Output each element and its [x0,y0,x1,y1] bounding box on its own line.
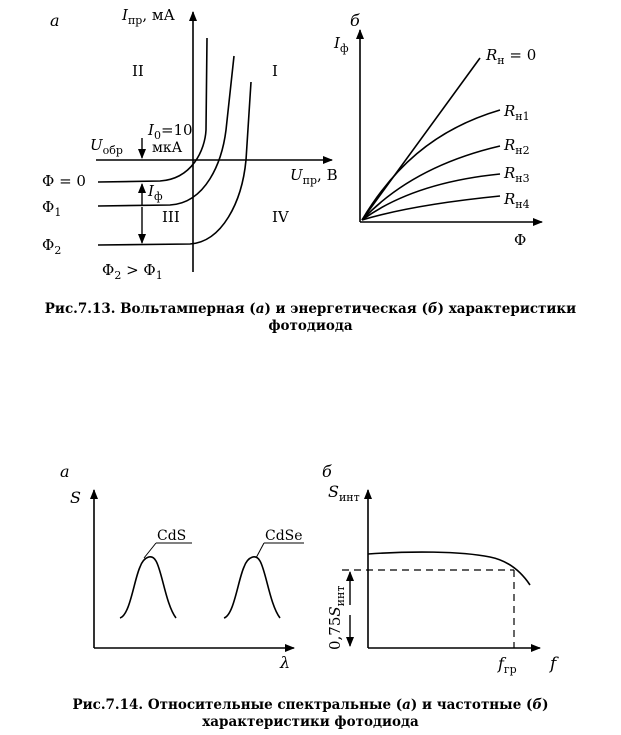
cds-leader [143,542,157,559]
energy-y-axis-label: Iф [333,34,349,55]
curve-label-phi0: Φ = 0 [42,172,86,190]
quadrant-III: III [162,208,180,226]
energy-curve-rn0 [361,57,481,221]
energy-curve-rn3 [361,173,501,221]
frequency-panel-letter: б [322,462,332,481]
spectral-x-axis-label: λ [279,653,290,672]
panel-a-volt-ampere: а Iпр, мА Uпр, В Uобр I II III IV I0=10 … [42,6,338,282]
energy-label-rn4: Rн4 [503,190,530,211]
quadrant-IV: IV [272,208,290,226]
caption-7-14-line-2: характеристики фотодиода [202,714,419,730]
energy-curve-rn2 [361,145,501,221]
cdse-leader [255,542,265,559]
energy-label-rn3: Rн3 [503,164,530,185]
iv-curve-phi2 [97,81,252,246]
figure-7-14: а S λ CdS CdSe б Sинт f 0,75Sинт fгр [60,462,559,676]
caption-7-14-line-1: Рис.7.14. Относительные спектральные (а)… [72,697,549,713]
curve-label-phi1: Φ1 [42,198,61,219]
frequency-y-axis-label: Sинт [328,482,360,504]
flux-relation: Φ2 > Φ1 [102,261,163,282]
dark-current-unit: мкА [152,140,183,156]
quadrant-II: II [132,62,144,80]
caption-7-13-line-2: фотодиода [268,318,353,334]
spectral-y-axis-label: S [70,488,81,507]
panel-a-spectral: а S λ CdS CdSe [60,462,304,672]
peak-label-cds: CdS [157,528,186,544]
energy-curve-rn4 [361,195,501,221]
frequency-response-curve [367,551,531,586]
energy-label-rn0: Rн = 0 [485,46,536,67]
cutoff-frequency-label: fгр [497,654,517,676]
energy-label-rn2: Rн2 [503,136,530,157]
panel-b-energy: б Iф Φ Rн = 0 Rн1 Rн2 Rн3 Rн4 [333,11,543,249]
figure-7-14-caption: Рис.7.14. Относительные спектральные (а)… [0,697,621,731]
energy-x-axis-label: Φ [514,231,526,249]
curve-label-phi2: Φ2 [42,236,61,257]
energy-label-rn1: Rн1 [503,102,530,123]
caption-7-13-line-1: Рис.7.13. Вольтамперная (а) и энергетиче… [44,301,577,317]
quadrant-I: I [272,62,278,80]
panel-b-letter: б [350,11,360,30]
peak-label-cdse: CdSe [265,528,303,544]
iv-curve-phi0 [97,37,208,183]
iv-x-axis-label: Uпр, В [290,166,338,187]
figure-7-13: а Iпр, мА Uпр, В Uобр I II III IV I0=10 … [42,6,543,282]
panel-a-letter: а [50,11,60,30]
dark-current-label: I0=10 [147,121,193,142]
energy-curve-rn1 [361,109,501,221]
level-label: 0,75Sинт [326,586,347,650]
figure-7-13-caption: Рис.7.13. Вольтамперная (а) и энергетиче… [0,301,621,335]
photo-current-label: Iф [147,182,163,203]
panel-b-frequency: б Sинт f 0,75Sинт fгр [322,462,559,676]
spectral-panel-letter: а [60,462,70,481]
iv-y-axis-label: Iпр, мА [121,6,176,27]
spectral-curve-cdse [223,556,281,619]
iv-curve-phi1 [97,55,235,207]
spectral-curve-cds [119,556,177,619]
iv-reverse-voltage-label: Uобр [90,136,123,157]
frequency-x-axis-label: f [548,654,559,674]
